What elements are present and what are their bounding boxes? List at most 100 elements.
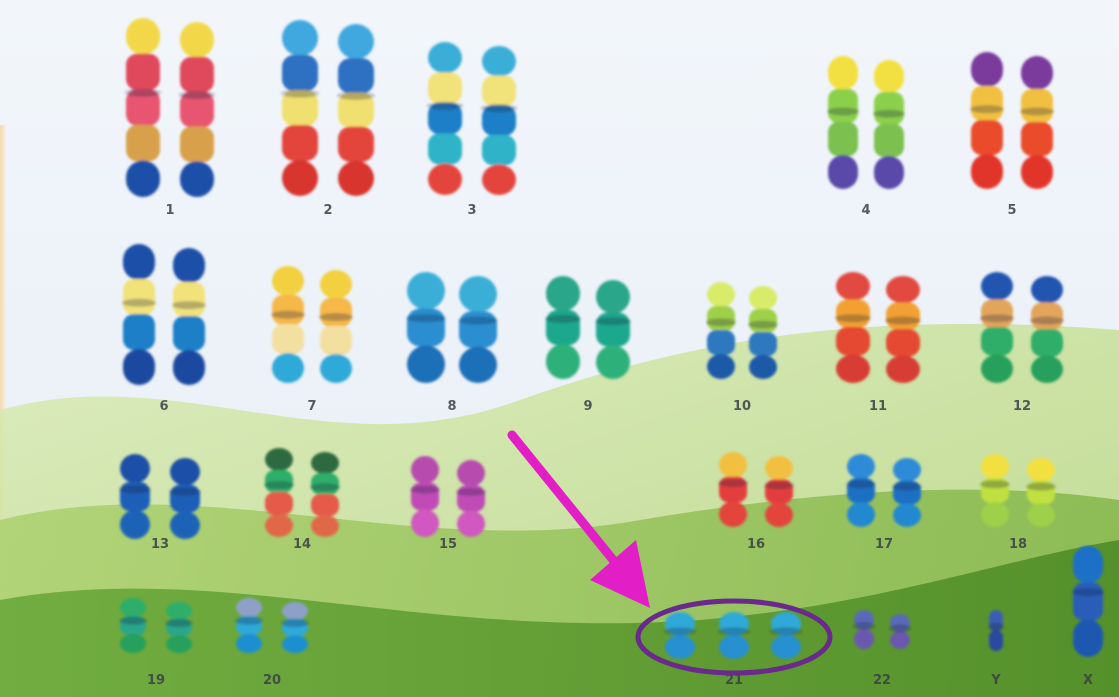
chromatid-band [282, 635, 308, 653]
centromere [545, 315, 581, 323]
centromere [458, 317, 498, 325]
chromatid-band [459, 347, 497, 383]
chromatid-band [719, 501, 747, 527]
chromatid-band [123, 314, 155, 350]
chromatid-band [707, 330, 735, 355]
chromatid-band [971, 86, 1003, 121]
chromatid-band [836, 300, 870, 329]
chromatid-band [981, 327, 1013, 356]
chromatid-band [828, 56, 858, 90]
chromatid-band [847, 502, 875, 527]
chromatid-band [236, 634, 262, 653]
chromatid-band [166, 602, 192, 620]
chromatid-band [311, 515, 339, 537]
chromatid-band [749, 332, 777, 356]
chromatid-band [771, 635, 801, 659]
centromere [873, 110, 905, 118]
chromatid-band [886, 329, 920, 357]
centromere [319, 313, 353, 321]
chromatid-band [236, 598, 262, 617]
chromatid-band [1021, 89, 1053, 123]
chromatid-band [482, 76, 516, 107]
centromere [337, 92, 375, 100]
chromosome-label: 16 [747, 537, 765, 552]
centromere [595, 317, 631, 325]
chromatid-band [719, 635, 749, 659]
centromere [1020, 107, 1054, 115]
centromere [119, 485, 151, 493]
chromosome-label: 8 [447, 399, 456, 414]
chromatid-band [828, 122, 858, 156]
chromatid-band [854, 629, 874, 649]
chromatid-band [457, 460, 485, 486]
chromatid-band [596, 280, 630, 314]
chromatid-band [836, 327, 870, 356]
centromere [264, 481, 294, 489]
chromatid-band [874, 60, 904, 93]
centromere [172, 301, 206, 309]
chromatid-band [971, 120, 1003, 155]
chromatid-band [428, 42, 462, 73]
centromere [718, 627, 750, 635]
chromosome-label: 1 [165, 203, 174, 218]
chromatid-band [1031, 303, 1063, 331]
chromatid-band [428, 164, 462, 195]
centromere [846, 480, 876, 488]
chromatid-band [893, 458, 921, 482]
chromatid-band [282, 160, 318, 196]
chromatid-band [411, 456, 439, 484]
chromatid-band [338, 161, 374, 196]
chromatid-band [338, 58, 374, 93]
centromere [770, 627, 802, 635]
chromatid-band [338, 127, 374, 162]
chromatid-band [457, 511, 485, 537]
centromere [889, 624, 911, 632]
chromosome-label: 13 [151, 537, 169, 552]
chromatid-band [123, 349, 155, 385]
chromatid-band [1027, 458, 1055, 482]
chromatid-band [265, 514, 293, 537]
centromere [885, 317, 921, 325]
chromatid-band [282, 20, 318, 56]
chromatid-band [874, 92, 904, 125]
centromere [281, 619, 309, 627]
chromatid-band [886, 276, 920, 304]
centromere [406, 314, 446, 322]
chromatid-band [1021, 155, 1053, 189]
chromatid-band [971, 52, 1003, 87]
centromere [310, 483, 340, 491]
chromatid-band [173, 248, 205, 283]
centromere [980, 314, 1014, 322]
chromatid-band [981, 300, 1013, 329]
chromatid-band [1073, 546, 1103, 584]
centromere [664, 627, 696, 635]
centromere [169, 488, 201, 496]
chromatid-band [981, 454, 1009, 479]
chromatid-band [971, 154, 1003, 189]
chromatid-band [120, 634, 146, 653]
chromatid-band [836, 272, 870, 301]
chromatid-band [123, 244, 155, 280]
chromatid-band [272, 266, 304, 296]
chromosome-label: 11 [869, 399, 887, 414]
chromatid-band [886, 303, 920, 331]
chromosome-label: 12 [1013, 399, 1031, 414]
chromatid-band [989, 630, 1003, 651]
chromatid-band [719, 452, 747, 478]
centromere [481, 104, 517, 112]
chromatid-band [707, 282, 735, 307]
chromatid-band [265, 448, 293, 471]
centromere [179, 91, 215, 99]
centromere [427, 102, 463, 110]
chromosome-label: 18 [1009, 537, 1027, 552]
centromere [764, 481, 794, 489]
chromatid-band [173, 316, 205, 351]
chromatid-band [411, 509, 439, 537]
chromosome-label: 7 [307, 399, 316, 414]
chromatid-band [311, 494, 339, 516]
chromatid-band [123, 279, 155, 315]
centromere [271, 311, 305, 319]
chromatid-band [981, 502, 1009, 527]
centromere [988, 623, 1004, 631]
chromatid-band [173, 282, 205, 317]
